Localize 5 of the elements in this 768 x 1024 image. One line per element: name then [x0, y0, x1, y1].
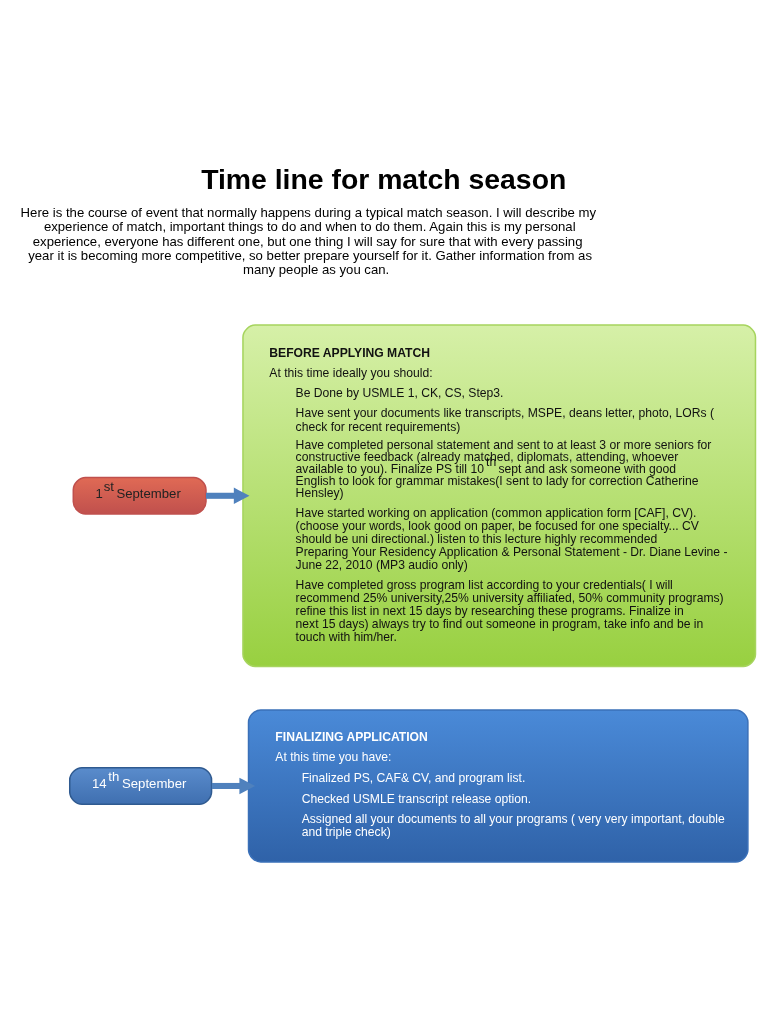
arrow	[206, 487, 250, 504]
node-box: FINALIZING APPLICATION At this time you have: Finalized PS, CAF& CV, and program list. Checked USMLE transcript release option. Assigned all your documents to all your programs ( very very important, double and triple check)	[247, 708, 749, 863]
arrow	[211, 777, 256, 794]
diagram-title: Time line for match season	[201, 162, 567, 195]
label: Here is the course of event that normally happens during a typical match season. I will describe my experience of match, important things to do and when to do them. Again this is my personal experience, everyone has different one, but one thing I will say for sure that with every passing year it is becoming more competitive, so better prepare yourself for it. Gather information from as many people as you can.	[20, 204, 597, 277]
